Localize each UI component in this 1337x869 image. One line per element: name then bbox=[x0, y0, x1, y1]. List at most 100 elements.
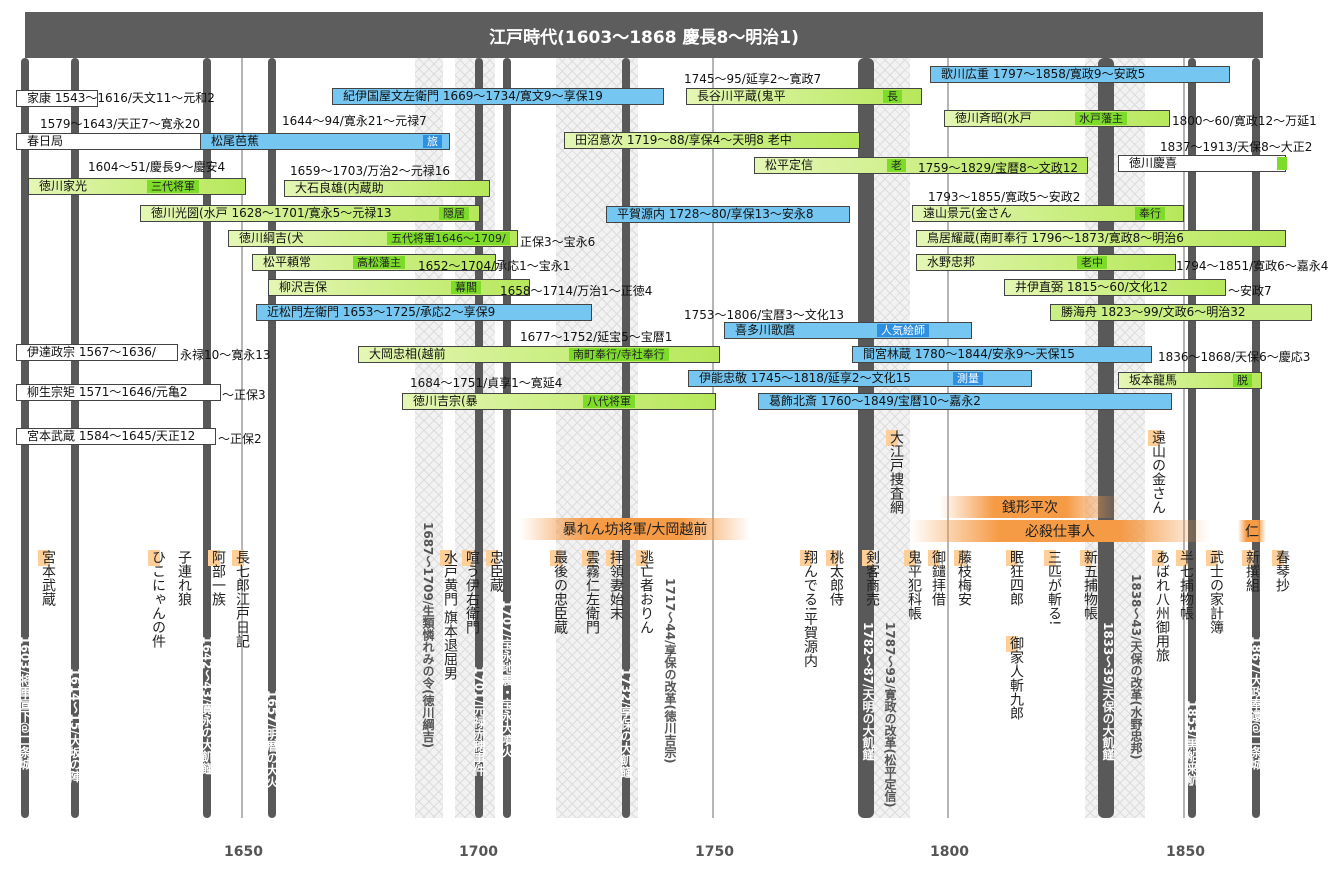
lifespan-label: 1659〜1703/万治2〜元禄16 bbox=[290, 164, 451, 178]
show-marker bbox=[38, 550, 50, 566]
show-marker bbox=[954, 550, 966, 566]
lifespan-label: 1579〜1643/天正7〜寛永20 bbox=[40, 117, 201, 131]
lifespan-label: 1604〜51/慶長9〜慶安4 bbox=[88, 160, 226, 174]
show-title: 雲霧仁左衛門 bbox=[584, 550, 600, 634]
drama-banner: 仁 bbox=[1238, 520, 1266, 542]
event-line bbox=[475, 58, 483, 818]
axis-label-1800: 1800 bbox=[930, 844, 969, 860]
person-bar: 徳川吉宗(暴八代将軍 bbox=[402, 393, 716, 410]
show-title: 新五捕物帳 bbox=[1082, 550, 1098, 620]
drama-banner: 必殺仕事人 bbox=[910, 520, 1210, 542]
show-title: 御家人斬九郎 bbox=[1008, 636, 1024, 720]
event-label: 1732/享保の大飢饉 bbox=[619, 668, 633, 778]
show-title: 旗本退屈男 bbox=[442, 610, 458, 680]
event-line bbox=[268, 58, 276, 818]
event-label: 1603/将軍宣下@二条城 bbox=[18, 636, 32, 770]
person-bar: 葛飾北斎 1760〜1849/宝暦10〜嘉永2 bbox=[758, 393, 1172, 410]
person-bar: 徳川慶喜 bbox=[1118, 155, 1287, 172]
show-title: 三匹が斬る! bbox=[1046, 550, 1062, 626]
person-bar: 松尾芭蕉旅 bbox=[200, 133, 450, 150]
show-marker bbox=[606, 550, 618, 566]
person-bar: 柳沢吉保幕閣 bbox=[268, 279, 530, 296]
show-title: 喧う伊右衛門 bbox=[464, 550, 480, 634]
person-bar: 近松門左衛門 1653〜1725/承応2〜享保9 bbox=[256, 304, 592, 321]
show-title: 新撰組 bbox=[1244, 550, 1260, 592]
event-line-tenpo bbox=[1098, 58, 1114, 818]
show-marker bbox=[582, 550, 594, 566]
person-bar: 井伊直弼 1815〜60/文化12 bbox=[1004, 279, 1226, 296]
person-bar: 伊達政宗 1567〜1636/ bbox=[16, 344, 178, 361]
show-marker bbox=[862, 550, 874, 566]
show-marker bbox=[1272, 550, 1284, 566]
event-label: 1701/元禄赤穂事件 bbox=[472, 666, 486, 776]
person-bar: 平賀源内 1728〜80/享保13〜安永8 bbox=[606, 206, 850, 223]
axis-label-1700: 1700 bbox=[459, 844, 498, 860]
show-marker bbox=[148, 550, 160, 566]
lifespan-label: 正保3〜宝永6 bbox=[520, 235, 596, 249]
person-bar: 宮本武蔵 1584〜1645/天正12 bbox=[16, 428, 216, 445]
show-marker bbox=[1044, 550, 1056, 566]
person-bar: 遠山景元(金さん奉行 bbox=[912, 205, 1184, 222]
show-title: 遠山の金さん bbox=[1150, 430, 1166, 514]
show-title: あばれ八州御用旅 bbox=[1154, 550, 1170, 662]
person-bar: 徳川綱吉(犬五代将軍1646〜1709/ bbox=[228, 230, 518, 247]
person-bar: 喜多川歌麿人気絵師 bbox=[724, 322, 972, 339]
show-title: 阿部一族 bbox=[210, 550, 226, 606]
show-title: 眠狂四郎 bbox=[1008, 550, 1024, 606]
lifespan-label: 永禄10〜寛永13 bbox=[180, 348, 271, 362]
show-marker bbox=[1006, 636, 1018, 652]
show-title: 宮本武蔵 bbox=[40, 550, 56, 606]
person-bar: 勝海舟 1823〜99/文政6〜明治32 bbox=[1050, 304, 1312, 321]
page-title: 江戸時代(1603〜1868 慶長8〜明治1) bbox=[25, 12, 1263, 58]
event-label: 1707/宝永地震・宝永大噴火 bbox=[500, 600, 514, 758]
lifespan-label: 〜安政7 bbox=[1228, 284, 1272, 298]
gridline-1850 bbox=[1183, 58, 1185, 818]
person-bar: 坂本龍馬脱 bbox=[1118, 372, 1262, 389]
lifespan-label: 〜正保3 bbox=[222, 388, 266, 402]
hatch-band bbox=[1085, 58, 1145, 818]
show-title: 忠臣蔵 bbox=[488, 550, 504, 592]
gridline-1750 bbox=[712, 58, 714, 818]
person-bar: 松平頼常高松藩主 bbox=[252, 254, 496, 271]
event-line bbox=[622, 58, 630, 818]
show-marker bbox=[486, 550, 498, 566]
lifespan-label: 1836〜1868/天保6〜慶応3 bbox=[1158, 350, 1311, 364]
person-bar: 徳川家光三代将軍 bbox=[28, 178, 246, 195]
axis-label-1650: 1650 bbox=[224, 844, 263, 860]
show-marker bbox=[800, 550, 812, 566]
show-marker bbox=[904, 550, 916, 566]
event-label: 1614〜15/大坂の陣 bbox=[68, 668, 82, 783]
axis-label-1850: 1850 bbox=[1166, 844, 1205, 860]
show-title: 半七捕物帳 bbox=[1178, 550, 1194, 620]
event-label: 1782〜87/天明の大飢饉 bbox=[861, 622, 875, 761]
event-label: 1687〜1709/生類憐れみの令(徳川綱吉) bbox=[421, 522, 435, 749]
show-title: 御鑓拝借 bbox=[930, 550, 946, 606]
show-marker bbox=[232, 550, 244, 566]
person-bar: 大岡忠相(越前南町奉行/寺社奉行 bbox=[358, 346, 720, 363]
person-bar: 間宮林蔵 1780〜1844/安永9〜天保15 bbox=[852, 346, 1152, 363]
event-label: 1833〜39/天保の大飢饉 bbox=[1101, 622, 1115, 761]
person-bar: 田沼意次 1719〜88/享保4〜天明8 老中 bbox=[564, 132, 860, 149]
show-title: 水戸黄門 bbox=[442, 550, 458, 606]
event-line bbox=[503, 58, 511, 818]
show-title: 最後の忠臣蔵 bbox=[552, 550, 568, 634]
show-title: 子連れ狼 bbox=[176, 550, 192, 606]
show-title: 武士の家計簿 bbox=[1208, 550, 1224, 634]
show-title: 桃太郎侍 bbox=[828, 550, 844, 606]
event-label: 1838〜43/天保の改革(水野忠邦) bbox=[1129, 574, 1143, 760]
show-marker bbox=[440, 550, 452, 566]
event-label: 1853/黒船来航 bbox=[1185, 700, 1199, 786]
axis-label-1750: 1750 bbox=[695, 844, 734, 860]
person-bar: 鳥居耀蔵(南町奉行 1796〜1873/寛政8〜明治6 bbox=[916, 230, 1286, 247]
lifespan-label: 1652〜1704/承応1〜宝永1 bbox=[418, 259, 571, 273]
show-marker bbox=[928, 550, 940, 566]
event-label: 1867/大政奉還@二条城 bbox=[1249, 636, 1263, 770]
show-title: 剣客商売 bbox=[864, 550, 880, 606]
show-title: ひこにゃんの件 bbox=[150, 550, 166, 648]
lifespan-label: 1684〜1751/貞享1〜寛延4 bbox=[410, 376, 563, 390]
show-marker bbox=[636, 550, 648, 566]
show-marker bbox=[1206, 550, 1218, 566]
event-line bbox=[1252, 58, 1260, 818]
show-title: 拝領妻始末 bbox=[608, 550, 624, 620]
